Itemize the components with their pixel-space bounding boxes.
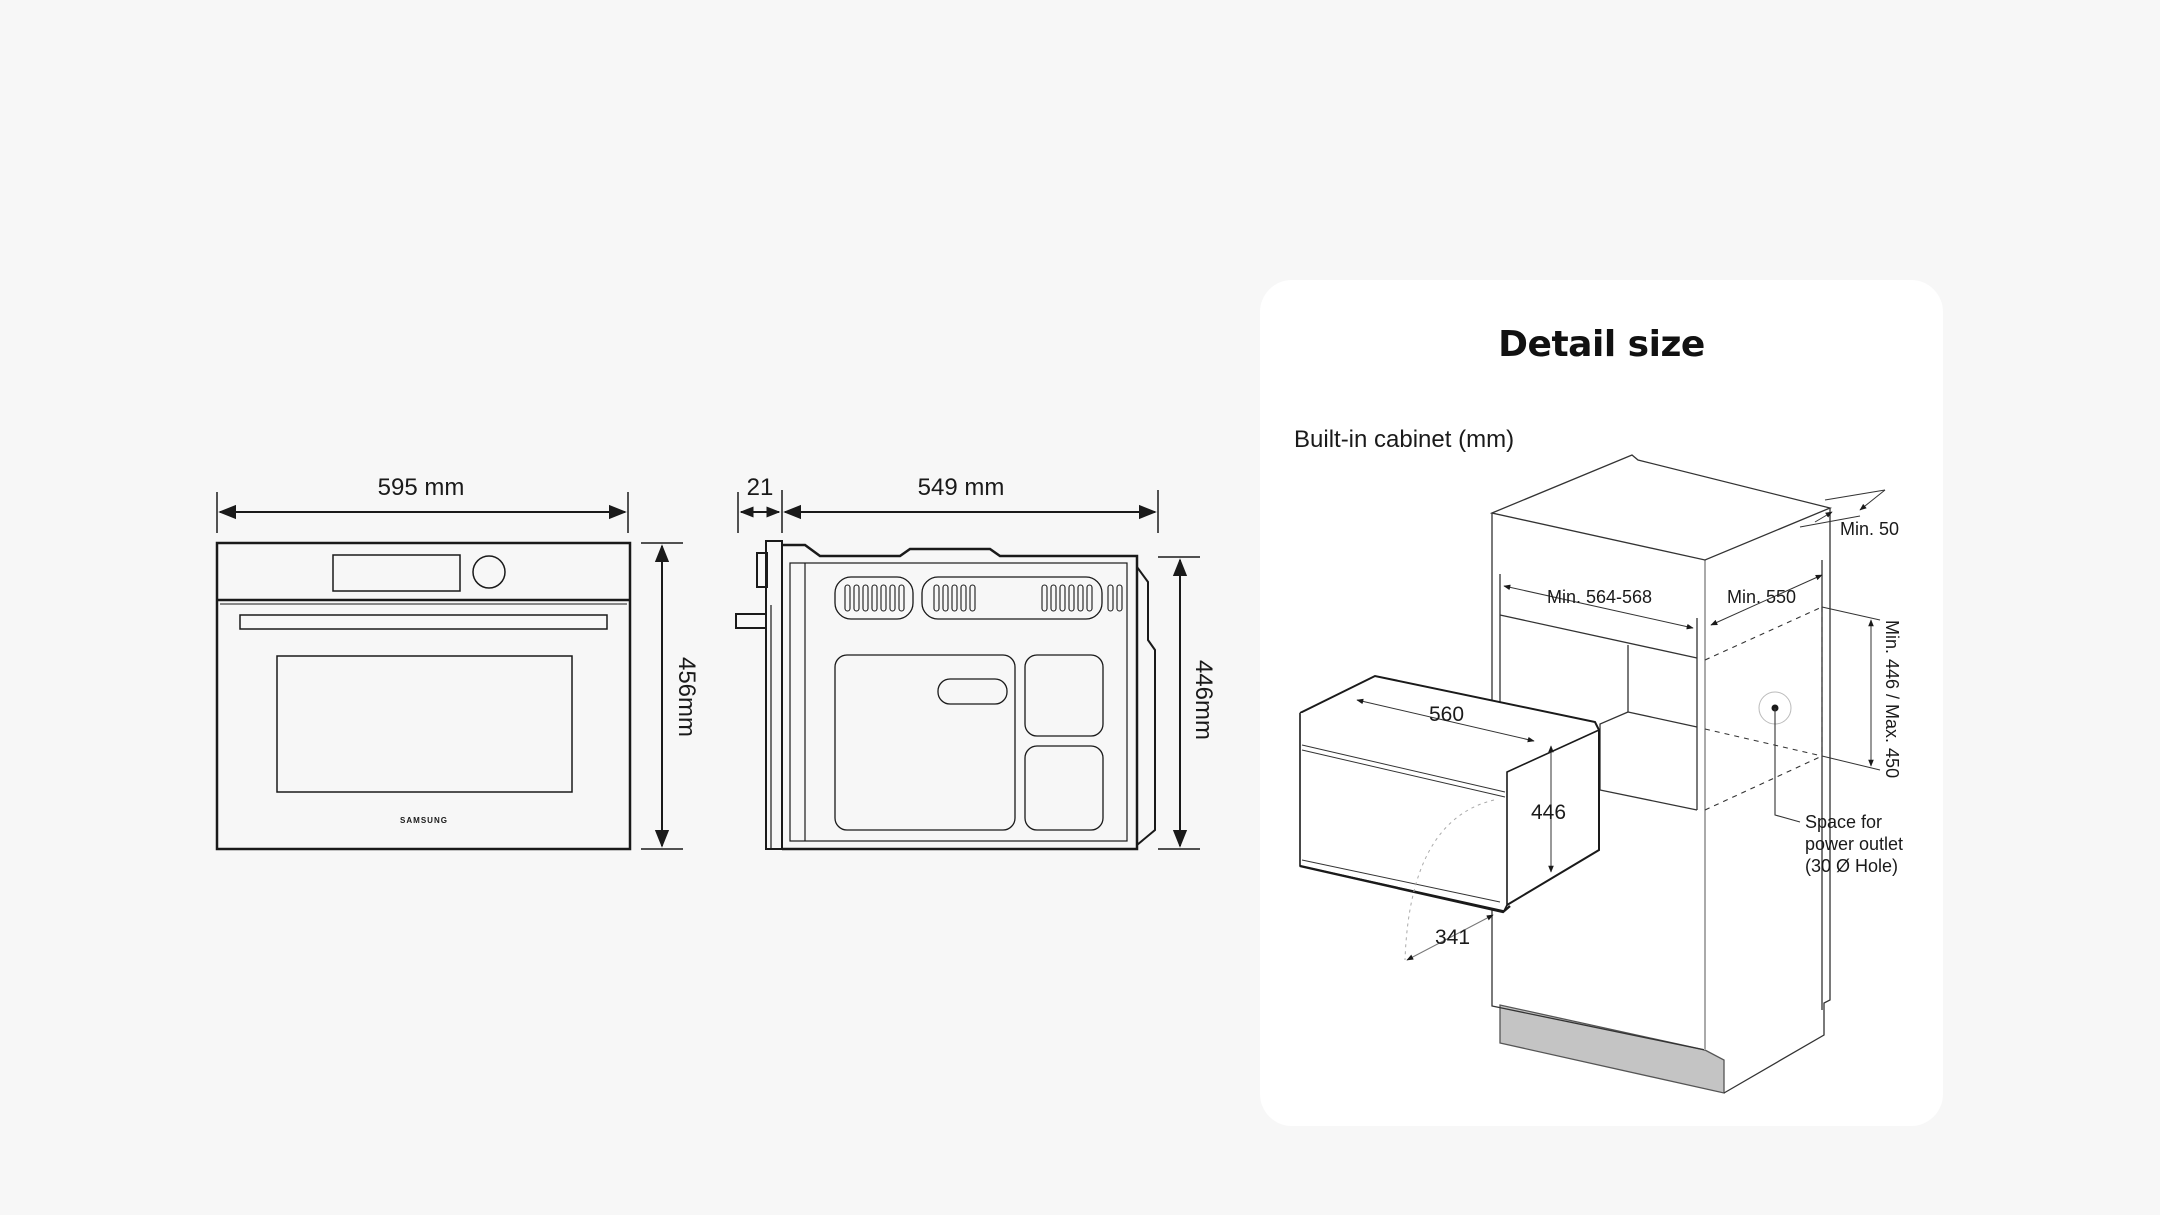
label-oven-height: 446	[1531, 801, 1566, 824]
side-depth-label: 549 mm	[918, 474, 1005, 501]
label-oven-width: 560	[1429, 703, 1464, 726]
cabinet-diagram: Min. 50 Min. 564-568 Min. 550 Min. 446 /…	[1299, 454, 1903, 1094]
label-power-outlet-1: Space for	[1805, 812, 1882, 832]
front-width-label: 595 mm	[378, 474, 465, 501]
detail-size-card: Detail size Built-in cabinet (mm)	[1260, 280, 1943, 1126]
side-door-depth-label: 21	[747, 474, 774, 501]
label-power-outlet-3: (30 Ø Hole)	[1805, 856, 1898, 876]
label-cabinet-depth: Min. 550	[1727, 587, 1796, 607]
label-door-open: 341	[1435, 926, 1470, 949]
label-opening-height: Min. 446 / Max. 450	[1882, 620, 1902, 778]
label-top-clearance: Min. 50	[1840, 519, 1899, 539]
card-title: Detail size	[1498, 324, 1705, 365]
label-power-outlet-2: power outlet	[1805, 834, 1903, 854]
side-height-label: 446mm	[1190, 660, 1217, 740]
label-cabinet-width: Min. 564-568	[1547, 587, 1652, 607]
card-subtitle: Built-in cabinet (mm)	[1294, 426, 1515, 453]
front-height-label: 456mm	[673, 657, 700, 737]
side-view	[735, 490, 1200, 851]
samsung-logo: SAMSUNG	[400, 816, 448, 825]
front-view	[215, 492, 683, 851]
